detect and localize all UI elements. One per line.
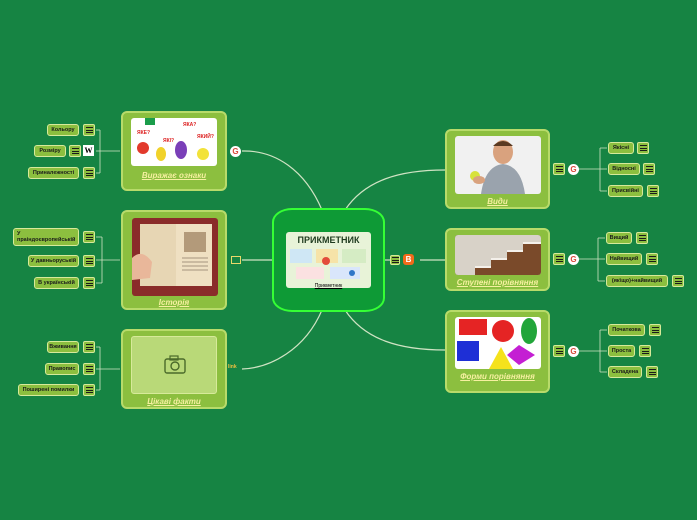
branch-formy[interactable]: Форми порівняння bbox=[445, 310, 550, 393]
leaf-vzhyvannya[interactable]: Вживання bbox=[47, 341, 79, 353]
branch-menu-button[interactable] bbox=[553, 253, 565, 265]
leaf-menu-button[interactable] bbox=[83, 124, 95, 136]
central-image-collage bbox=[290, 249, 366, 279]
word-yaka: ЯКА? bbox=[183, 122, 196, 128]
central-topic-image: ПРИКМЕТНИК bbox=[286, 232, 371, 288]
leaf-menu-button[interactable] bbox=[83, 363, 95, 375]
leaf-menu-button[interactable] bbox=[83, 255, 95, 267]
branch-label: Види bbox=[487, 197, 508, 206]
leaf-praindo[interactable]: У праіндоєвропейській bbox=[13, 228, 79, 246]
google-icon[interactable]: G bbox=[568, 164, 579, 175]
stairs-image bbox=[455, 235, 541, 275]
branch-label: Історія bbox=[158, 298, 190, 307]
blogger-icon[interactable]: B bbox=[403, 254, 414, 265]
wikipedia-icon[interactable]: W bbox=[83, 145, 94, 156]
central-topic-label: Прикметник bbox=[314, 283, 343, 289]
leaf-ukrainska[interactable]: В українській bbox=[34, 277, 79, 289]
leaf-prysviyni[interactable]: Присвійні bbox=[608, 185, 643, 197]
branch-label: Цікаві факти bbox=[147, 397, 201, 406]
google-icon[interactable]: G bbox=[568, 254, 579, 265]
leaf-prosta[interactable]: Проста bbox=[608, 345, 635, 357]
old-book-image bbox=[132, 218, 218, 296]
leaf-menu-button[interactable] bbox=[83, 277, 95, 289]
leaf-menu-button[interactable] bbox=[646, 253, 658, 265]
leaf-menu-button[interactable] bbox=[637, 142, 649, 154]
branch-label: Форми порівняння bbox=[460, 372, 535, 381]
leaf-naivyshchyi[interactable]: Найвищий bbox=[606, 253, 642, 265]
branch-label: Ступені порівняння bbox=[456, 278, 539, 287]
leaf-menu-button[interactable] bbox=[83, 341, 95, 353]
man-image bbox=[455, 136, 541, 194]
leaf-davnoruska[interactable]: У давньоруській bbox=[28, 255, 79, 267]
leaf-vyshchyi[interactable]: Вищий bbox=[606, 232, 632, 244]
center-menu-button[interactable] bbox=[390, 255, 400, 265]
google-icon[interactable]: G bbox=[230, 146, 241, 157]
branch-tsikavi[interactable]: Цікаві факти bbox=[121, 329, 227, 409]
leaf-menu-button[interactable] bbox=[643, 163, 655, 175]
word-yaki: ЯКІ? bbox=[163, 138, 174, 144]
leaf-prynalezhnosti[interactable]: Приналежності bbox=[28, 167, 79, 179]
shapes-image bbox=[455, 317, 541, 369]
google-icon[interactable]: G bbox=[568, 346, 579, 357]
leaf-menu-button[interactable] bbox=[646, 366, 658, 378]
leaf-menu-button[interactable] bbox=[672, 275, 684, 287]
question-words-image: ЯКЕ? ЯКІ? ЯКА? ЯКИЙ? bbox=[131, 118, 217, 166]
word-yake: ЯКЕ? bbox=[137, 130, 150, 136]
central-image-title: ПРИКМЕТНИК bbox=[297, 235, 360, 245]
leaf-menu-button[interactable] bbox=[647, 185, 659, 197]
leaf-menu-button[interactable] bbox=[83, 167, 95, 179]
leaf-menu-button[interactable] bbox=[636, 232, 648, 244]
central-topic[interactable]: ПРИКМЕТНИК Прикметник bbox=[272, 208, 385, 312]
leaf-koloru[interactable]: Кольору bbox=[47, 124, 79, 136]
word-yakyi: ЯКИЙ? bbox=[197, 132, 214, 140]
leaf-menu-button[interactable] bbox=[83, 231, 95, 243]
leaf-skladena[interactable]: Складена bbox=[608, 366, 642, 378]
branch-istoriya[interactable]: Історія bbox=[121, 210, 227, 310]
leaf-pomylky[interactable]: Поширені помилки bbox=[18, 384, 79, 396]
leaf-menu-button[interactable] bbox=[69, 145, 81, 157]
leaf-menu-button[interactable] bbox=[649, 324, 661, 336]
external-link-icon[interactable]: link bbox=[228, 364, 237, 370]
leaf-yakshcho[interactable]: (як\що)+найвищий bbox=[606, 275, 668, 287]
leaf-menu-button[interactable] bbox=[83, 384, 95, 396]
mail-icon[interactable] bbox=[231, 256, 241, 264]
camera-icon bbox=[164, 355, 186, 374]
branch-menu-button[interactable] bbox=[553, 163, 565, 175]
leaf-yakisni[interactable]: Якісні bbox=[608, 142, 634, 154]
image-placeholder bbox=[131, 336, 217, 394]
leaf-pravopys[interactable]: Правопис bbox=[45, 363, 79, 375]
branch-stupeni[interactable]: Ступені порівняння bbox=[445, 228, 550, 291]
branch-vydy[interactable]: Види bbox=[445, 129, 550, 209]
leaf-pochatkova[interactable]: Початкова bbox=[608, 324, 645, 336]
leaf-rozmiru[interactable]: Розміру bbox=[34, 145, 66, 157]
branch-menu-button[interactable] bbox=[553, 345, 565, 357]
leaf-vidnosni[interactable]: Відносні bbox=[608, 163, 640, 175]
branch-vyrazhayut[interactable]: ЯКЕ? ЯКІ? ЯКА? ЯКИЙ? Виражає ознаки bbox=[121, 111, 227, 191]
branch-label: Виражає ознаки bbox=[141, 171, 207, 180]
leaf-menu-button[interactable] bbox=[639, 345, 651, 357]
